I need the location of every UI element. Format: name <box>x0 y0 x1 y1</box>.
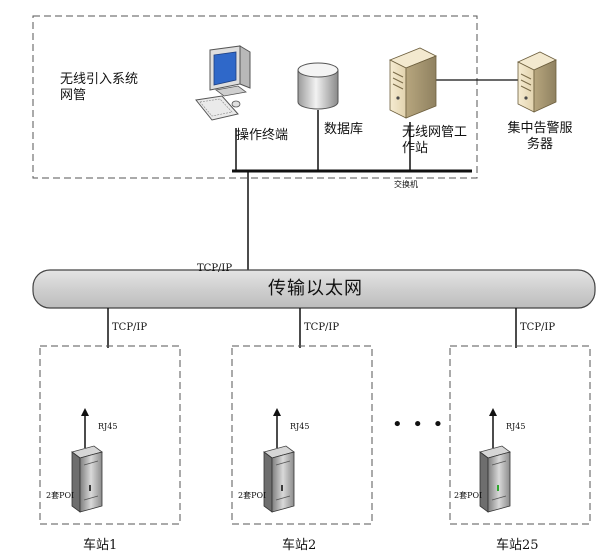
backbone-bus <box>32 269 596 309</box>
database-icon <box>297 62 339 110</box>
station25-tcpip-label: TCP/IP <box>520 322 556 333</box>
station1-zone <box>39 345 181 525</box>
station2-zone <box>231 345 373 525</box>
station25-poi-label: 2套POI <box>454 491 483 500</box>
station2-antenna-icon <box>273 408 281 448</box>
station1-poi-icon <box>71 445 103 513</box>
station2-name: 车站2 <box>282 538 317 553</box>
nms-tcpip-label: TCP/IP <box>197 263 233 274</box>
backbone-label: 传输以太网 <box>268 278 363 299</box>
station1-rj45-label: RJ45 <box>98 422 118 431</box>
station25-name: 车站25 <box>496 538 539 553</box>
station1-tcpip-label: TCP/IP <box>112 322 148 333</box>
station25-antenna-icon <box>489 408 497 448</box>
station2-rj45-label: RJ45 <box>290 422 310 431</box>
station2-poi-icon <box>263 445 295 513</box>
central-alarm-server-label: 集中告警服务器 <box>507 121 573 152</box>
station25-rj45-label: RJ45 <box>506 422 526 431</box>
alarm-server-icon <box>517 51 557 113</box>
station2-poi-label: 2套POI <box>238 491 267 500</box>
nms-zone-border <box>32 15 478 179</box>
station-ellipsis: • • • <box>392 414 446 435</box>
nms-title: 无线引入系统网管 <box>60 72 139 103</box>
station1-antenna-icon <box>81 408 89 448</box>
station25-poi-icon <box>479 445 511 513</box>
database-label: 数据库 <box>324 122 364 137</box>
switch-label: 交换机 <box>394 180 418 189</box>
station2-tcpip-label: TCP/IP <box>304 322 340 333</box>
nms-workstation-label: 无线网管工作站 <box>402 125 468 156</box>
station25-zone <box>449 345 591 525</box>
server-icon <box>389 47 437 119</box>
computer-icon <box>195 45 251 121</box>
operator-terminal-label: 操作终端 <box>236 128 289 143</box>
station1-poi-label: 2套POI <box>46 491 75 500</box>
station1-name: 车站1 <box>83 538 118 553</box>
